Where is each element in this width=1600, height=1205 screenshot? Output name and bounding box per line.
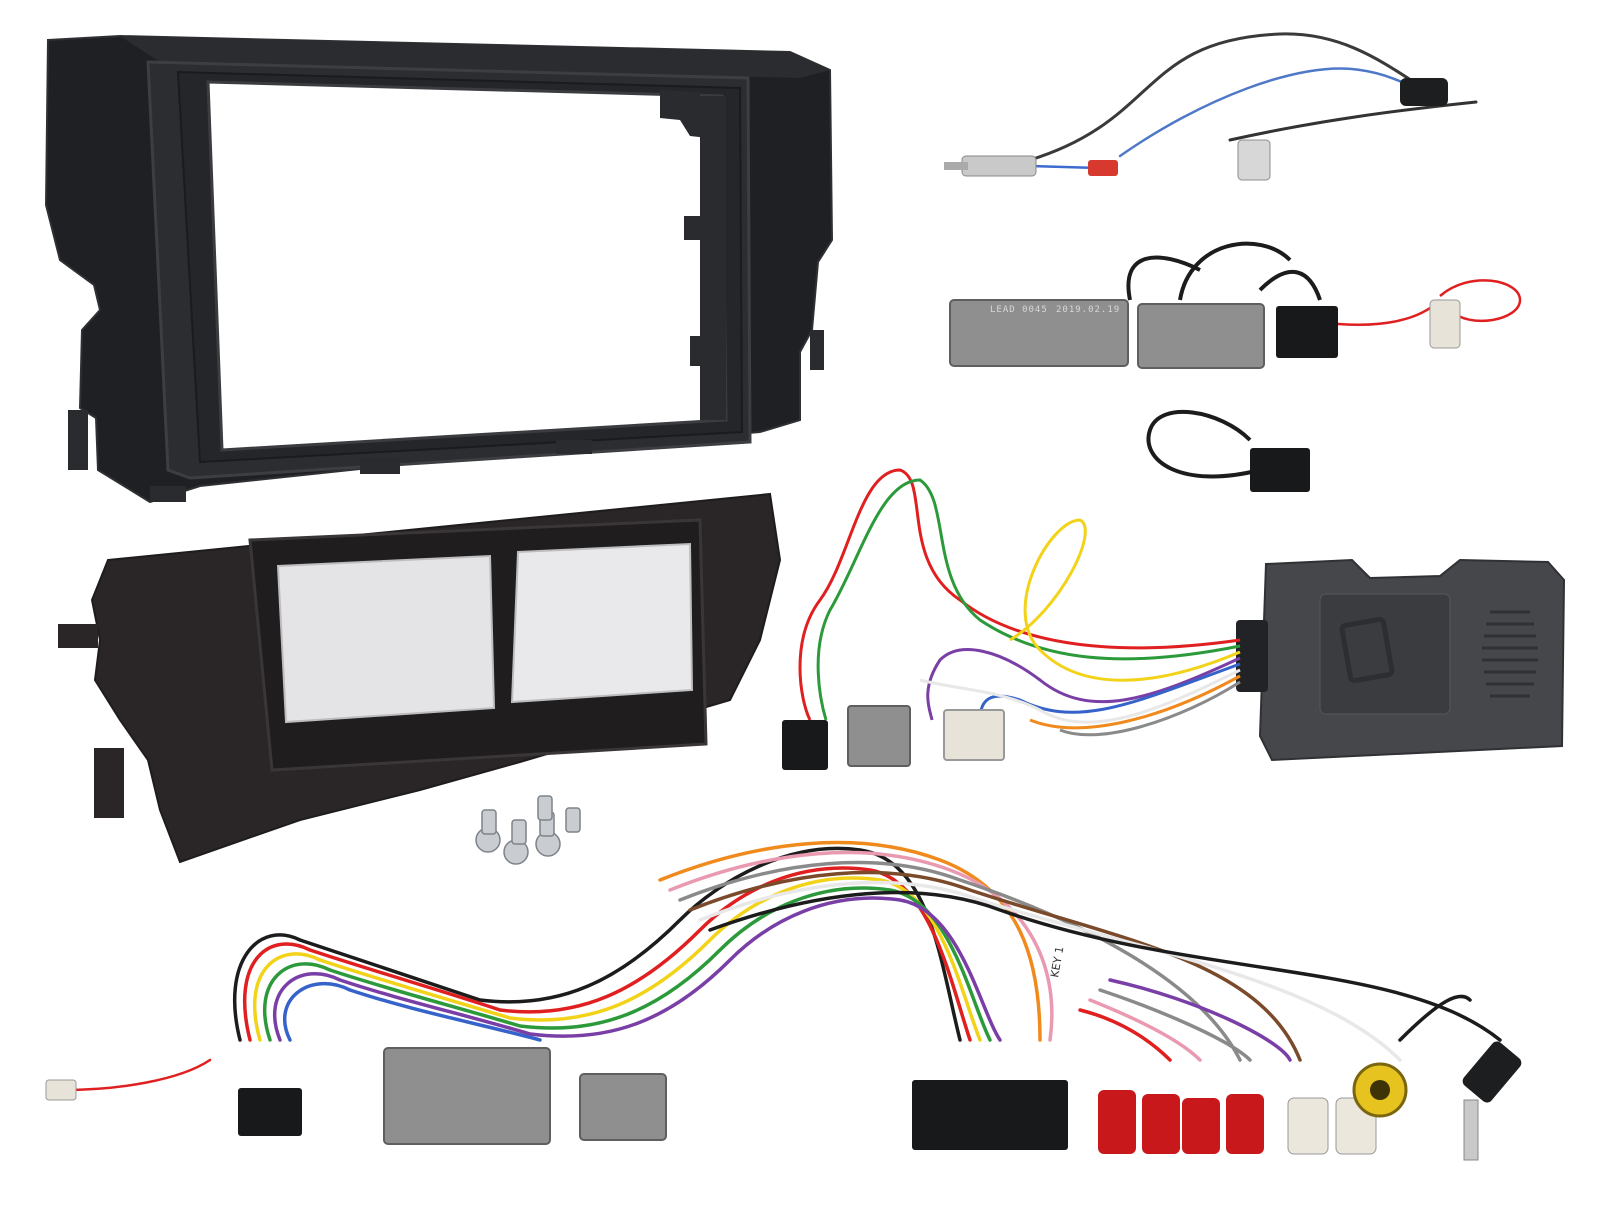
screws xyxy=(475,795,581,865)
main-wiring-loom: KEY 1 xyxy=(60,840,1502,1092)
lower-fascia-trim xyxy=(58,492,782,864)
iso-harness-adapter: LEAD 0045 2019.02.19 xyxy=(949,241,1522,369)
harness-label-line1: LEAD 0045 xyxy=(990,305,1048,315)
fascia-opening xyxy=(206,80,728,452)
steering-control-interface-box xyxy=(1236,558,1566,762)
trim-window-left xyxy=(276,554,496,724)
harness-label-line2: 2019.02.19 xyxy=(1056,305,1120,315)
trim-window-right xyxy=(510,542,694,704)
phono-connectors xyxy=(1098,1062,1408,1155)
patch-lead xyxy=(1146,409,1310,492)
loom-connectors xyxy=(45,1047,1068,1150)
loom-tag: KEY 1 xyxy=(1048,945,1066,978)
antenna-adapter-lead xyxy=(944,32,1478,181)
interface-wiring xyxy=(782,468,1241,770)
fascia-panel xyxy=(44,34,834,504)
jack-plug xyxy=(1462,1041,1522,1161)
